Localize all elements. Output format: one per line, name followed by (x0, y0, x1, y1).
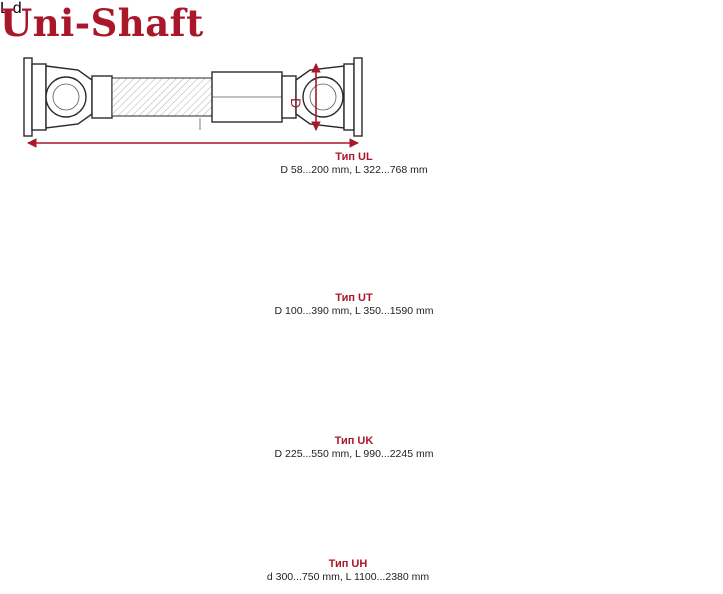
type-name: Тип UH (328, 558, 368, 570)
dim-label-D: D (288, 98, 304, 108)
type-name: Тип UL (335, 151, 373, 163)
dim-label-L: L (0, 0, 9, 17)
caption-ut: Тип UT D 100...390 mm, L 350...1590 mm (248, 292, 460, 318)
type-spec: D 58...200 mm, L 322...768 mm (280, 164, 428, 176)
type-name: Тип UT (335, 292, 373, 304)
drawing-ul-main: D (23, 57, 363, 148)
dim-label-d: d (12, 0, 22, 17)
type-name: Тип UK (334, 435, 374, 447)
caption-ul: Тип UL D 58...200 mm, L 322...768 mm (256, 151, 452, 177)
caption-uk: Тип UK D 225...550 mm, L 990...2245 mm (248, 435, 460, 461)
caption-uh: Тип UH d 300...750 mm, L 1100...2380 mm (240, 558, 456, 584)
drawing-uh-main: d (13, 0, 22, 17)
type-spec: D 225...550 mm, L 990...2245 mm (274, 448, 434, 460)
brand-title: Uni-Shaft (0, 1, 204, 45)
type-spec: D 100...390 mm, L 350...1590 mm (274, 305, 434, 317)
type-spec: d 300...750 mm, L 1100...2380 mm (266, 571, 430, 583)
